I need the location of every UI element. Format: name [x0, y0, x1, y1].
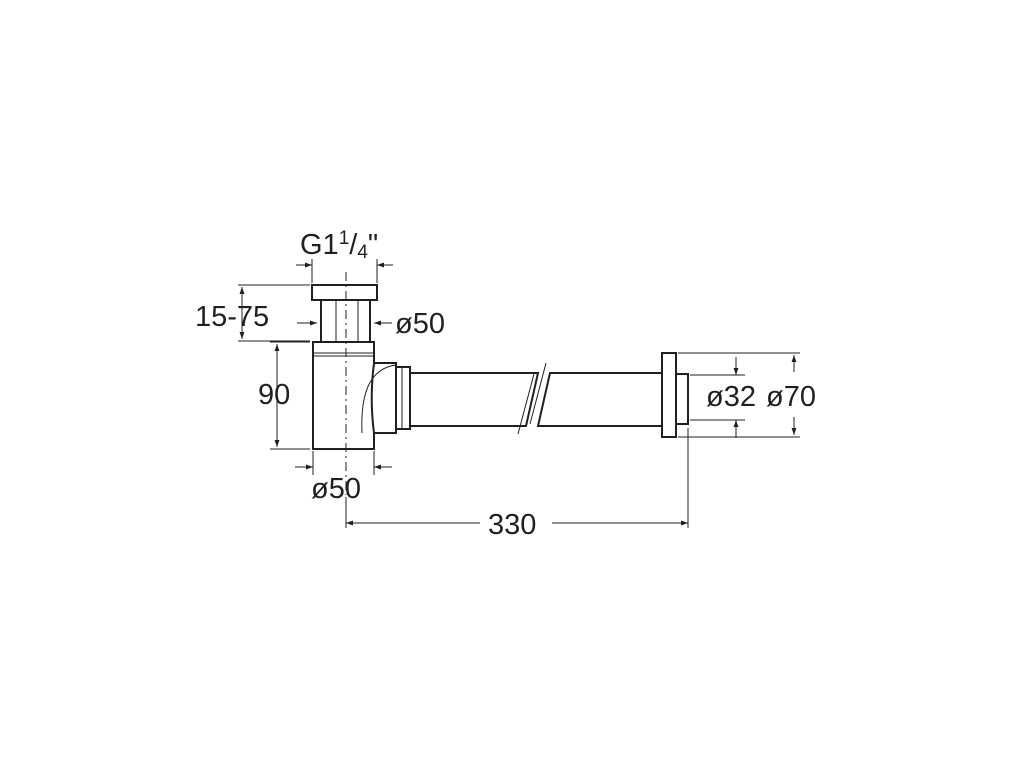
pipe-break-mark-2 [517, 373, 535, 435]
top-cap [311, 284, 378, 301]
elbow-curve [361, 364, 397, 434]
bottom-diameter-label: ø50 [311, 473, 361, 505]
trap-body [312, 341, 375, 450]
horizontal-length-label: 330 [488, 509, 536, 541]
wall-flange [661, 352, 677, 438]
outlet-inner-diameter-label: ø32 [706, 381, 756, 413]
slip-nut [395, 366, 411, 430]
outlet-pipe-left [407, 372, 540, 427]
body-height-label: 90 [258, 379, 290, 411]
wall-flange-collar [675, 373, 689, 425]
adjust-range-label: 15-75 [195, 301, 269, 333]
outlet-pipe-right [536, 372, 663, 427]
outlet-flange-diameter-label: ø70 [766, 381, 816, 413]
top-diameter-label: ø50 [395, 308, 445, 340]
trap-part [311, 272, 689, 495]
pipe-break-mark-1 [529, 362, 547, 425]
thread-size-label: G11/4" [300, 228, 378, 263]
dimension-annotations: G11/4" 15-75 ø50 90 ø50 330 ø32 [195, 228, 816, 541]
elbow-connector [370, 362, 397, 434]
